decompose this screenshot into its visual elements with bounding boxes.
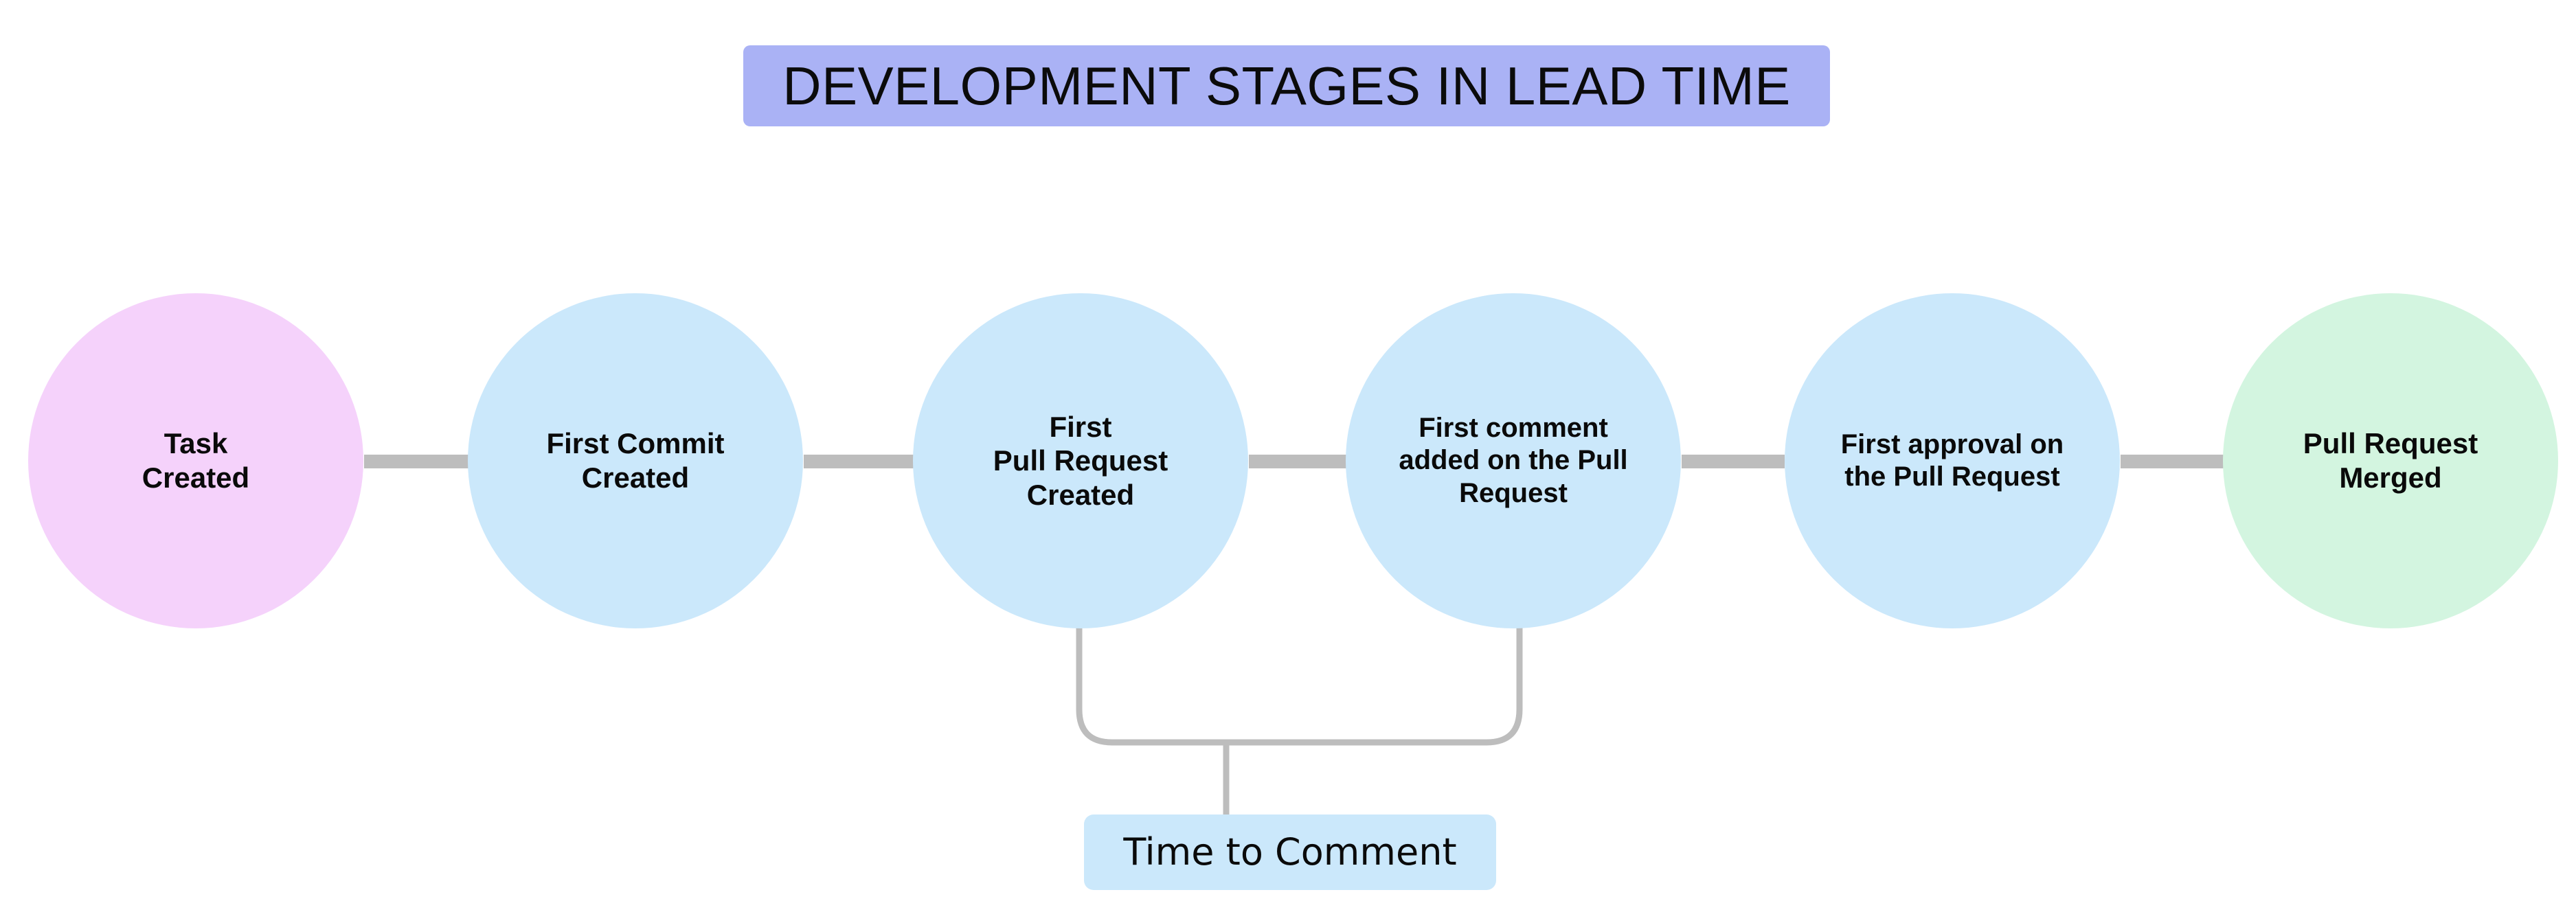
metric-label-time-to-comment[interactable]: Time to Comment xyxy=(1084,814,1496,890)
stage-node-first-comment-added[interactable]: First comment added on the Pull Request xyxy=(1346,293,1681,628)
stage-node-first-approval[interactable]: First approval on the Pull Request xyxy=(1785,293,2120,628)
stage-label-first-commit-created: First Commit Created xyxy=(546,427,725,494)
diagram-title-banner: DEVELOPMENT STAGES IN LEAD TIME xyxy=(743,45,1830,126)
stage-label-first-approval: First approval on the Pull Request xyxy=(1840,429,2064,492)
time-to-comment-bracket xyxy=(1076,622,1523,817)
stage-node-pull-request-merged[interactable]: Pull Request Merged xyxy=(2223,293,2558,628)
stage-label-task-created: Task Created xyxy=(142,427,250,494)
stage-label-first-pull-request-created: First Pull Request Created xyxy=(993,410,1168,511)
stage-label-first-comment-added: First comment added on the Pull Request xyxy=(1399,413,1628,508)
stage-node-first-commit-created[interactable]: First Commit Created xyxy=(468,293,803,628)
stage-node-first-pull-request-created[interactable]: First Pull Request Created xyxy=(913,293,1248,628)
stage-label-pull-request-merged: Pull Request Merged xyxy=(2303,427,2478,494)
bracket-path xyxy=(1076,622,1523,746)
metric-label-text: Time to Comment xyxy=(1123,830,1457,874)
stage-node-task-created[interactable]: Task Created xyxy=(28,293,363,628)
page-title: DEVELOPMENT STAGES IN LEAD TIME xyxy=(782,56,1791,116)
